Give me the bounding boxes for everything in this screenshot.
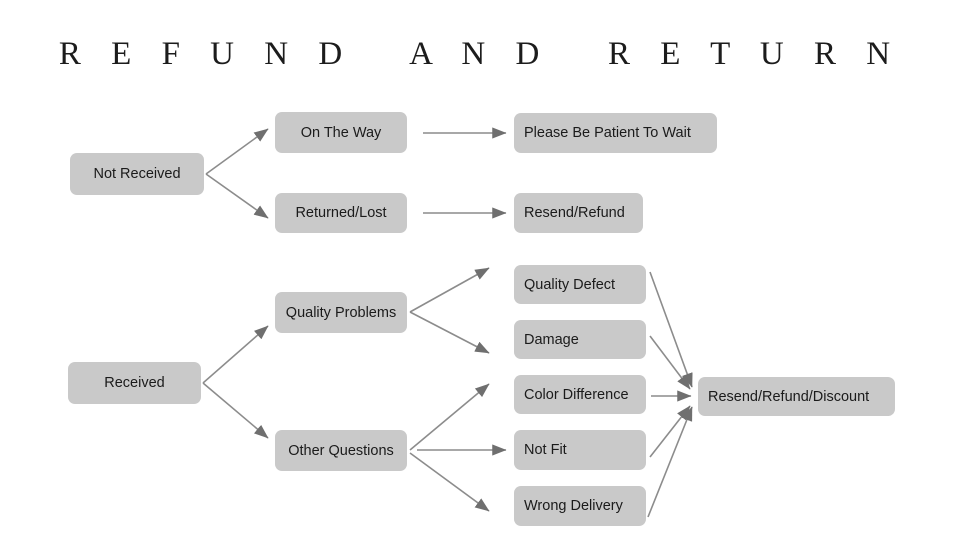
node-please-be-patient[interactable]: Please Be Patient To Wait [514, 113, 717, 153]
edge-quality-problems-to-quality-defect [409, 267, 490, 313]
node-resend-refund[interactable]: Resend/Refund [514, 193, 643, 233]
edge-not-fit-to-final [649, 405, 691, 458]
node-label: Returned/Lost [295, 205, 387, 221]
edge-other-questions-to-wrong-delivery [409, 452, 490, 512]
node-wrong-delivery[interactable]: Wrong Delivery [514, 486, 646, 526]
node-label: Not Received [93, 166, 181, 182]
node-label: Quality Problems [285, 304, 397, 321]
node-label: Color Difference [524, 386, 629, 403]
node-label: Not Fit [524, 442, 567, 458]
page-title: R E F U N D A N D R E T U R N [58, 36, 902, 72]
edge-received-to-other-questions [202, 382, 269, 439]
node-damage[interactable]: Damage [514, 320, 646, 359]
edge-other-questions-to-color-difference [409, 383, 490, 451]
node-quality-problems[interactable]: Quality Problems [275, 292, 407, 333]
node-label: Received [104, 375, 165, 391]
edge-wrong-delivery-to-final [647, 406, 693, 518]
node-label: Resend/Refund [524, 205, 625, 221]
node-not-received[interactable]: Not Received [70, 153, 204, 195]
edge-quality-problems-to-damage [409, 311, 490, 354]
edge-not-received-to-returned-lost [205, 173, 269, 219]
node-label: Resend/Refund/Discount [708, 388, 870, 405]
edge-damage-to-final [649, 335, 691, 390]
node-not-fit[interactable]: Not Fit [514, 430, 646, 470]
edge-received-to-quality-problems [202, 325, 269, 384]
edge-quality-defect-to-final [649, 271, 693, 388]
node-color-difference[interactable]: Color Difference [514, 375, 646, 414]
node-label: Quality Defect [524, 276, 616, 293]
node-received[interactable]: Received [68, 362, 201, 404]
node-other-questions[interactable]: Other Questions [275, 430, 407, 471]
node-label: On The Way [300, 124, 382, 141]
node-quality-defect[interactable]: Quality Defect [514, 265, 646, 304]
node-label: Other Questions [288, 442, 394, 459]
node-returned-lost[interactable]: Returned/Lost [275, 193, 407, 233]
node-on-the-way[interactable]: On The Way [275, 112, 407, 153]
node-label: Damage [524, 331, 579, 348]
edge-not-received-to-on-the-way [205, 128, 269, 175]
node-resend-refund-disc[interactable]: Resend/Refund/Discount [698, 377, 895, 416]
node-label: Please Be Patient To Wait [524, 125, 691, 141]
node-label: Wrong Delivery [524, 498, 623, 514]
